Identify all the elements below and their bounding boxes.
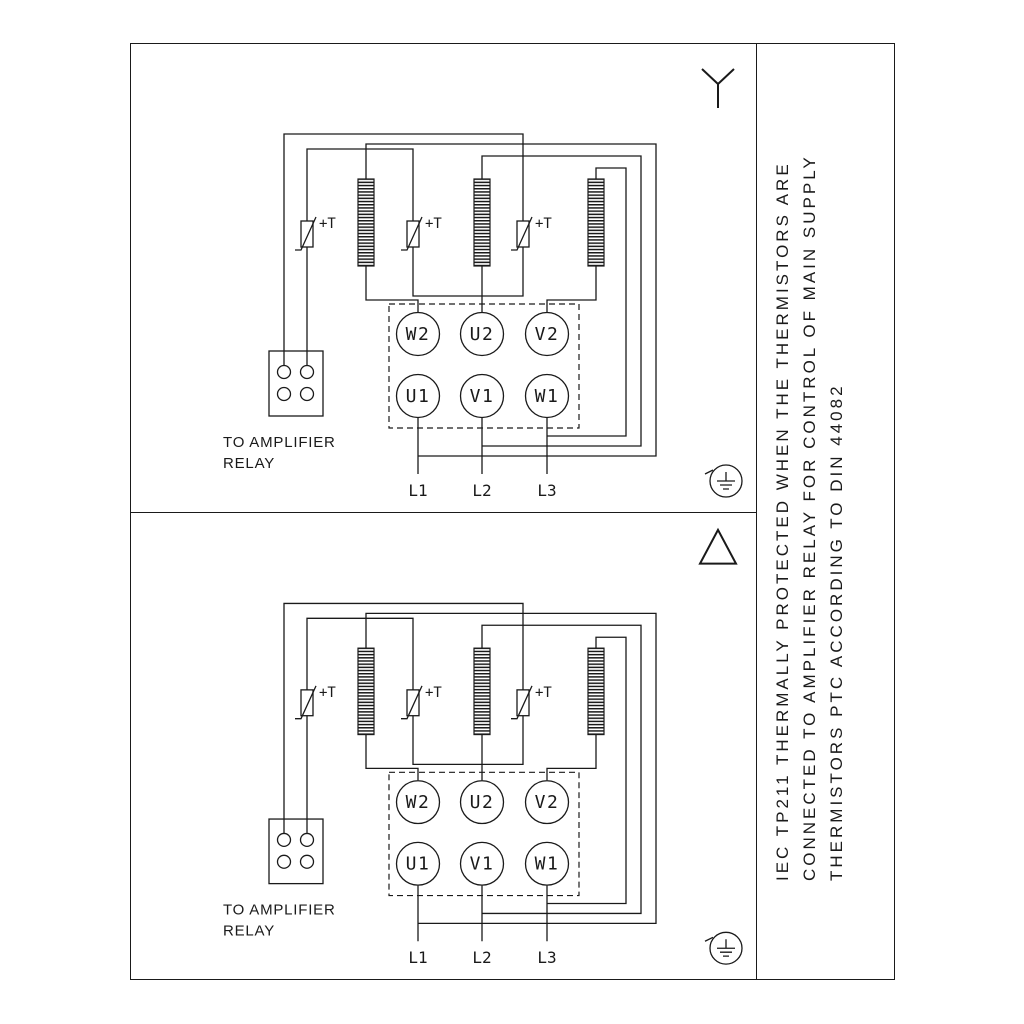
supply-label-l2: L2 xyxy=(472,948,491,967)
terminal-label: U2 xyxy=(470,792,495,813)
thermistor-icon: +T xyxy=(295,216,336,251)
terminal-label: U1 xyxy=(406,854,431,875)
supply-label-l1: L1 xyxy=(408,481,427,500)
supply-label-l2: L2 xyxy=(472,481,491,500)
terminal-u1: U1 xyxy=(395,373,441,419)
terminal-label: V2 xyxy=(535,792,560,813)
note-column: IEC TP211 THERMALLY PROTECTED WHEN THE T… xyxy=(756,44,895,979)
supply-label-l1: L1 xyxy=(408,948,427,967)
thermistor-label: +T xyxy=(425,216,442,232)
star-connection-panel: +T +T +T W2 U2 xyxy=(223,68,743,500)
thermistor-label: +T xyxy=(425,685,442,701)
terminal-label: W2 xyxy=(406,324,431,345)
diagram-frame: +T +T +T W2 U2 xyxy=(130,43,895,980)
supply-label-l3: L3 xyxy=(537,481,556,500)
terminal-label: V2 xyxy=(535,324,560,345)
note-line-2: CONNECTED TO AMPLIFIER RELAY FOR CONTROL… xyxy=(800,154,819,881)
terminal-block-outline xyxy=(388,303,580,429)
delta-connection-panel: +T +T +T W2 U2 V2 xyxy=(223,527,743,967)
star-connection-icon xyxy=(701,68,735,108)
motor-winding-coil xyxy=(587,647,605,736)
motor-winding-coil xyxy=(473,647,491,736)
terminal-w1: W1 xyxy=(524,373,570,419)
thermistor-icon: +T xyxy=(511,685,552,720)
terminal-label: V1 xyxy=(470,854,495,875)
wiring-lines xyxy=(283,133,657,474)
motor-winding-coil xyxy=(357,647,375,736)
terminal-label: W1 xyxy=(535,854,560,875)
delta-connection-icon xyxy=(698,527,738,565)
note-line-1: IEC TP211 THERMALLY PROTECTED WHEN THE T… xyxy=(773,161,792,881)
relay-caption-line2: RELAY xyxy=(223,455,275,472)
earth-ground-icon xyxy=(704,931,743,965)
supply-label-l3: L3 xyxy=(537,948,556,967)
amplifier-relay-connector xyxy=(268,350,324,417)
terminal-label: W1 xyxy=(535,386,560,407)
terminal-u2: U2 xyxy=(459,780,505,825)
thermistor-label: +T xyxy=(319,685,336,701)
terminal-u2: U2 xyxy=(459,311,505,357)
terminal-v2: V2 xyxy=(524,780,570,825)
earth-ground-icon xyxy=(704,464,743,498)
terminal-v1: V1 xyxy=(459,841,505,886)
relay-caption-line2: RELAY xyxy=(223,922,275,939)
terminal-w2: W2 xyxy=(395,311,441,357)
amplifier-relay-connector xyxy=(268,818,324,885)
terminal-label: W2 xyxy=(406,792,431,813)
terminal-w2: W2 xyxy=(395,780,441,825)
thermistor-icon: +T xyxy=(401,216,442,251)
terminal-label: U1 xyxy=(406,386,431,407)
terminal-label: V1 xyxy=(470,386,495,407)
wiring-lines xyxy=(283,602,657,942)
thermistor-label: +T xyxy=(535,216,552,232)
terminal-w1: W1 xyxy=(524,841,570,886)
panel-divider xyxy=(131,512,756,513)
relay-caption-line1: TO AMPLIFIER xyxy=(223,901,336,918)
motor-winding-coil xyxy=(357,178,375,267)
thermistor-label: +T xyxy=(319,216,336,232)
thermistor-icon: +T xyxy=(511,216,552,251)
relay-caption-line1: TO AMPLIFIER xyxy=(223,434,336,451)
thermistor-icon: +T xyxy=(295,685,336,720)
terminal-v2: V2 xyxy=(524,311,570,357)
motor-winding-coil xyxy=(587,178,605,267)
thermistor-icon: +T xyxy=(401,685,442,720)
terminal-v1: V1 xyxy=(459,373,505,419)
terminal-u1: U1 xyxy=(395,841,441,886)
terminal-block-outline xyxy=(388,771,580,897)
note-line-3: THERMISTORS PTC ACCORDING TO DIN 44082 xyxy=(827,383,846,881)
terminal-label: U2 xyxy=(470,324,495,345)
thermistor-label: +T xyxy=(535,685,552,701)
motor-winding-coil xyxy=(473,178,491,267)
